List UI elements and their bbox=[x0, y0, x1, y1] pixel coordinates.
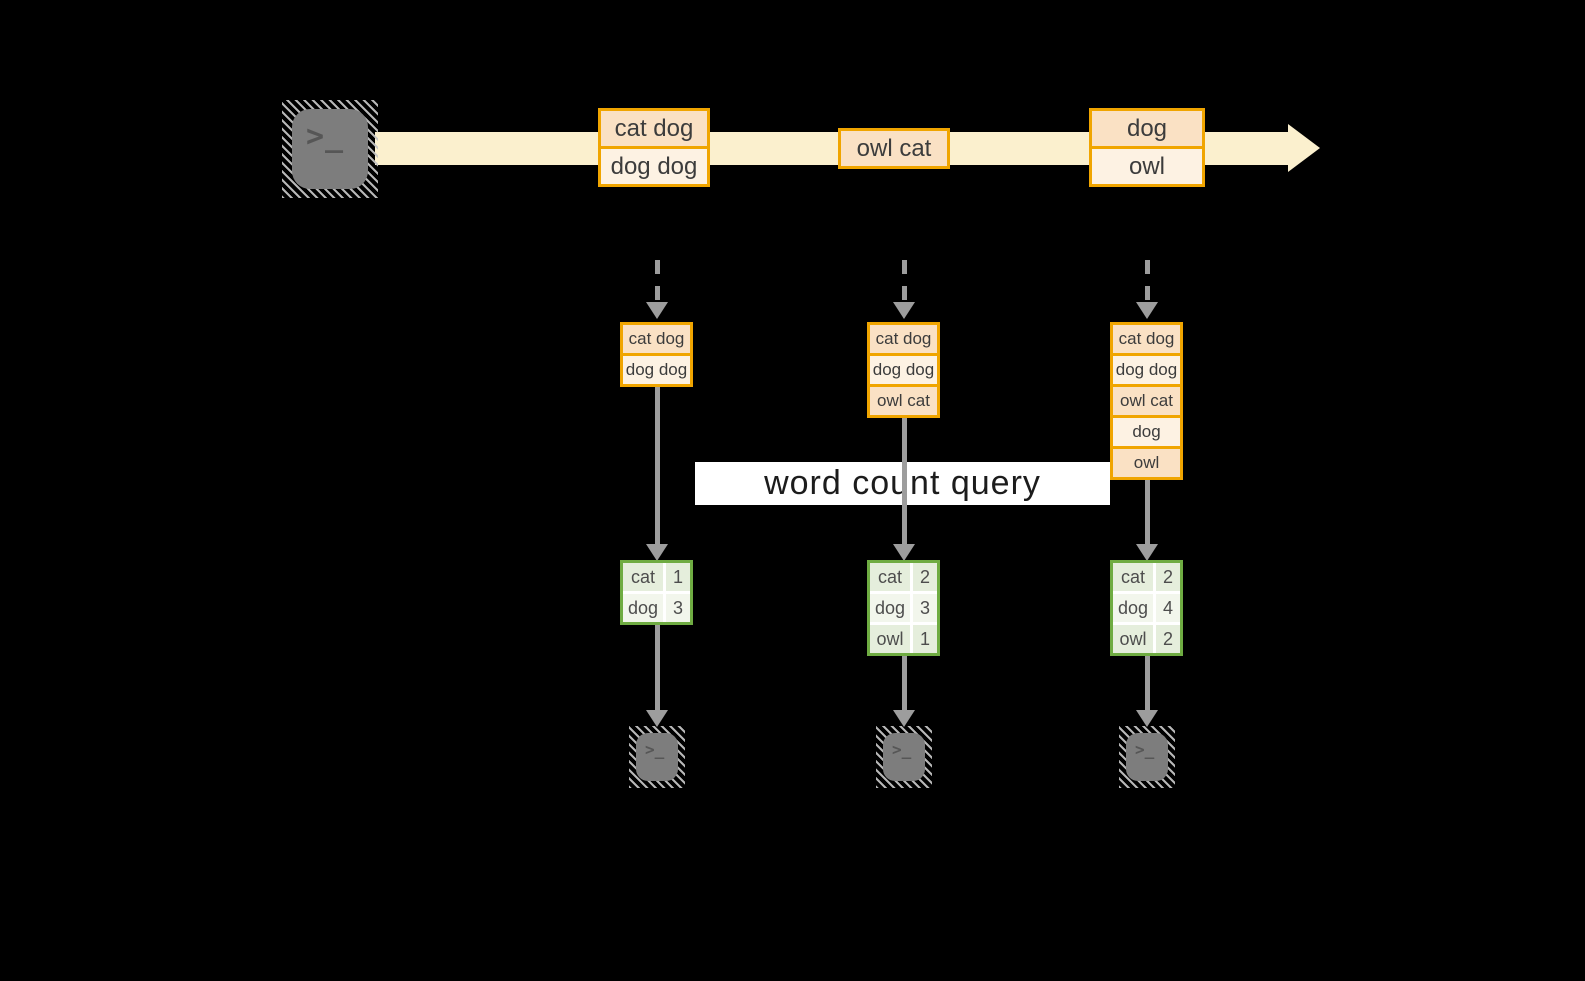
ingest-dashed-arrow-3 bbox=[1144, 260, 1150, 302]
output-arrowhead-icon bbox=[893, 710, 915, 727]
output-arrow-2 bbox=[901, 656, 907, 710]
count-word: dog bbox=[623, 594, 663, 622]
count-word: cat bbox=[870, 563, 910, 591]
event-record: dog dog bbox=[601, 149, 707, 184]
buffered-records-stack-1: cat dog dog dog bbox=[620, 322, 693, 387]
count-value: 1 bbox=[666, 563, 690, 591]
terminal-prompt-icon: >_ bbox=[1135, 740, 1155, 759]
terminal-prompt-icon: >_ bbox=[645, 740, 665, 759]
count-word: owl bbox=[870, 625, 910, 653]
count-word: dog bbox=[1113, 594, 1153, 622]
stream-event-box-1: cat dog dog dog bbox=[598, 108, 710, 187]
buffer-record: owl cat bbox=[870, 387, 937, 415]
query-arrowhead-icon bbox=[646, 544, 668, 561]
event-record: owl cat bbox=[841, 131, 947, 166]
sink-terminal-icon-3: >_ bbox=[1119, 726, 1175, 788]
terminal-prompt-icon: >_ bbox=[306, 119, 345, 154]
sink-terminal-icon-1: >_ bbox=[629, 726, 685, 788]
buffer-record: dog dog bbox=[623, 356, 690, 384]
count-word: cat bbox=[623, 563, 663, 591]
source-terminal-icon: >_ bbox=[282, 100, 378, 198]
ingest-dashed-arrow-1 bbox=[654, 260, 660, 302]
count-value: 1 bbox=[913, 625, 937, 653]
buffered-records-stack-3: cat dog dog dog owl cat dog owl bbox=[1110, 322, 1183, 480]
count-value: 2 bbox=[1156, 625, 1180, 653]
ingest-arrowhead-icon bbox=[646, 302, 668, 319]
sink-terminal-icon-2: >_ bbox=[876, 726, 932, 788]
terminal-screen: >_ bbox=[292, 109, 368, 189]
count-table-1: cat 1 dog 3 bbox=[620, 560, 693, 625]
buffered-records-stack-2: cat dog dog dog owl cat bbox=[867, 322, 940, 418]
terminal-screen: >_ bbox=[883, 733, 925, 781]
query-arrow-1 bbox=[654, 387, 660, 544]
count-value: 3 bbox=[666, 594, 690, 622]
count-word: cat bbox=[1113, 563, 1153, 591]
buffer-record: owl bbox=[1113, 449, 1180, 477]
terminal-screen: >_ bbox=[1126, 733, 1168, 781]
stream-event-box-2: owl cat bbox=[838, 128, 950, 169]
count-word: owl bbox=[1113, 625, 1153, 653]
output-arrowhead-icon bbox=[1136, 710, 1158, 727]
query-arrowhead-icon bbox=[1136, 544, 1158, 561]
count-value: 2 bbox=[913, 563, 937, 591]
count-value: 4 bbox=[1156, 594, 1180, 622]
stream-event-box-3: dog owl bbox=[1089, 108, 1205, 187]
buffer-record: dog bbox=[1113, 418, 1180, 449]
buffer-record: cat dog bbox=[1113, 325, 1180, 356]
query-arrowhead-icon bbox=[893, 544, 915, 561]
output-arrowhead-icon bbox=[646, 710, 668, 727]
event-record: owl bbox=[1092, 149, 1202, 184]
count-table-2: cat 2 dog 3 owl 1 bbox=[867, 560, 940, 656]
buffer-record: cat dog bbox=[870, 325, 937, 356]
count-table-3: cat 2 dog 4 owl 2 bbox=[1110, 560, 1183, 656]
buffer-record: dog dog bbox=[870, 356, 937, 387]
terminal-prompt-icon: >_ bbox=[892, 740, 912, 759]
count-word: dog bbox=[870, 594, 910, 622]
buffer-record: cat dog bbox=[623, 325, 690, 356]
query-arrow-2 bbox=[901, 418, 907, 544]
buffer-record: owl cat bbox=[1113, 387, 1180, 418]
event-record: dog bbox=[1092, 111, 1202, 149]
query-arrow-3 bbox=[1144, 480, 1150, 544]
output-arrow-1 bbox=[654, 625, 660, 710]
stream-arrowhead-icon bbox=[1288, 124, 1320, 172]
ingest-dashed-arrow-2 bbox=[901, 260, 907, 302]
buffer-record: dog dog bbox=[1113, 356, 1180, 387]
terminal-screen: >_ bbox=[636, 733, 678, 781]
count-value: 2 bbox=[1156, 563, 1180, 591]
ingest-arrowhead-icon bbox=[1136, 302, 1158, 319]
ingest-arrowhead-icon bbox=[893, 302, 915, 319]
count-value: 3 bbox=[913, 594, 937, 622]
output-arrow-3 bbox=[1144, 656, 1150, 710]
event-record: cat dog bbox=[601, 111, 707, 149]
